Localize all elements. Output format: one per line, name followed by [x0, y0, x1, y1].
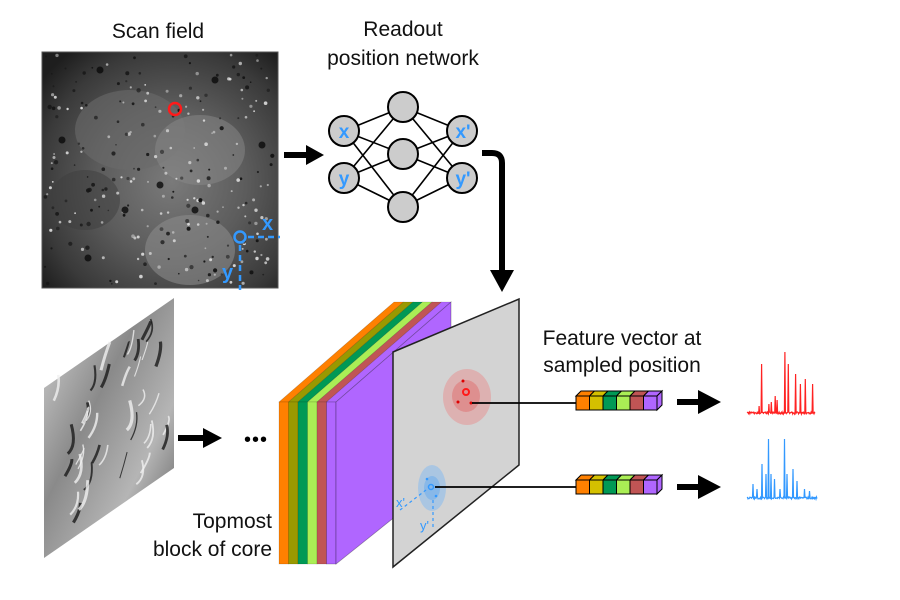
- readout-title-line1: Readout: [363, 18, 443, 41]
- core-label-line2: block of core: [153, 538, 272, 561]
- stimulus-image-tiger: [44, 298, 174, 558]
- vector-cell: [616, 395, 631, 411]
- blue-response-trace: [746, 438, 818, 502]
- vector-cell: [602, 479, 617, 495]
- scan-y-label: y: [222, 262, 234, 284]
- vector-cell: [589, 395, 604, 411]
- arrowhead-icon: [698, 390, 721, 414]
- vector-cell: [575, 395, 590, 411]
- output-node: [446, 162, 478, 194]
- vector-cell: [643, 395, 658, 411]
- input-node: [328, 115, 360, 147]
- vector-cell: [629, 479, 644, 495]
- vector-cell: [643, 479, 658, 495]
- feature-vector-title-line2: sampled position: [543, 354, 701, 377]
- arrowhead-icon: [203, 428, 222, 448]
- hidden-node: [387, 191, 419, 223]
- ellipsis-more-layers: •••: [244, 429, 268, 451]
- vector-cell-side: [656, 473, 663, 496]
- vector-cell: [602, 395, 617, 411]
- network-edge: [343, 130, 404, 208]
- core-label-line1: Topmost: [193, 510, 273, 533]
- output-node-label: y': [455, 169, 470, 190]
- network-edge: [402, 130, 463, 208]
- input-node-label: y: [339, 169, 350, 190]
- output-node: [446, 115, 478, 147]
- red-sampling-region-outer: [443, 369, 491, 425]
- hidden-node: [387, 91, 419, 123]
- input-node-label: x: [339, 122, 350, 143]
- scan-field-speckles: [43, 53, 275, 286]
- feature-map-plane: x' y': [392, 297, 520, 569]
- red-neuron-marker: [167, 101, 183, 117]
- core-layer-front: [307, 401, 318, 565]
- map-x-prime-label: x': [396, 495, 405, 510]
- blue-sampling-region-inner: [424, 476, 440, 500]
- hidden-node: [387, 138, 419, 170]
- core-layer-front: [326, 401, 337, 565]
- red-response-trace: [746, 351, 816, 417]
- feature-vector-blue: [574, 473, 664, 496]
- input-node: [328, 162, 360, 194]
- scan-field-image: [41, 51, 279, 289]
- output-node-label: x': [455, 122, 470, 143]
- vector-cell: [616, 479, 631, 495]
- core-layer-front: [316, 401, 327, 565]
- readout-position-network: x y x' y': [328, 91, 478, 223]
- core-layer-front: [297, 401, 308, 565]
- red-sampled-position: [462, 388, 470, 396]
- blue-sampled-position: [427, 483, 435, 491]
- vector-cell-side: [656, 389, 663, 412]
- arrowhead-icon: [698, 475, 721, 499]
- vector-cell: [589, 479, 604, 495]
- map-y-prime-label: y': [420, 518, 429, 533]
- core-layer-front: [278, 401, 289, 565]
- readout-title-line2: position network: [327, 47, 479, 70]
- blue-neuron-marker: [233, 230, 247, 244]
- arrow-network-to-map: [482, 150, 505, 272]
- vector-cell: [629, 395, 644, 411]
- scan-field-title: Scan field: [112, 20, 204, 43]
- scan-x-label: x: [262, 213, 273, 235]
- arrowhead-icon: [490, 270, 514, 292]
- vector-cell: [575, 479, 590, 495]
- feature-vector-title-line1: Feature vector at: [543, 327, 702, 350]
- core-layer-front: [288, 401, 299, 565]
- arrowhead-icon: [306, 145, 324, 165]
- feature-vector-red: [574, 389, 664, 412]
